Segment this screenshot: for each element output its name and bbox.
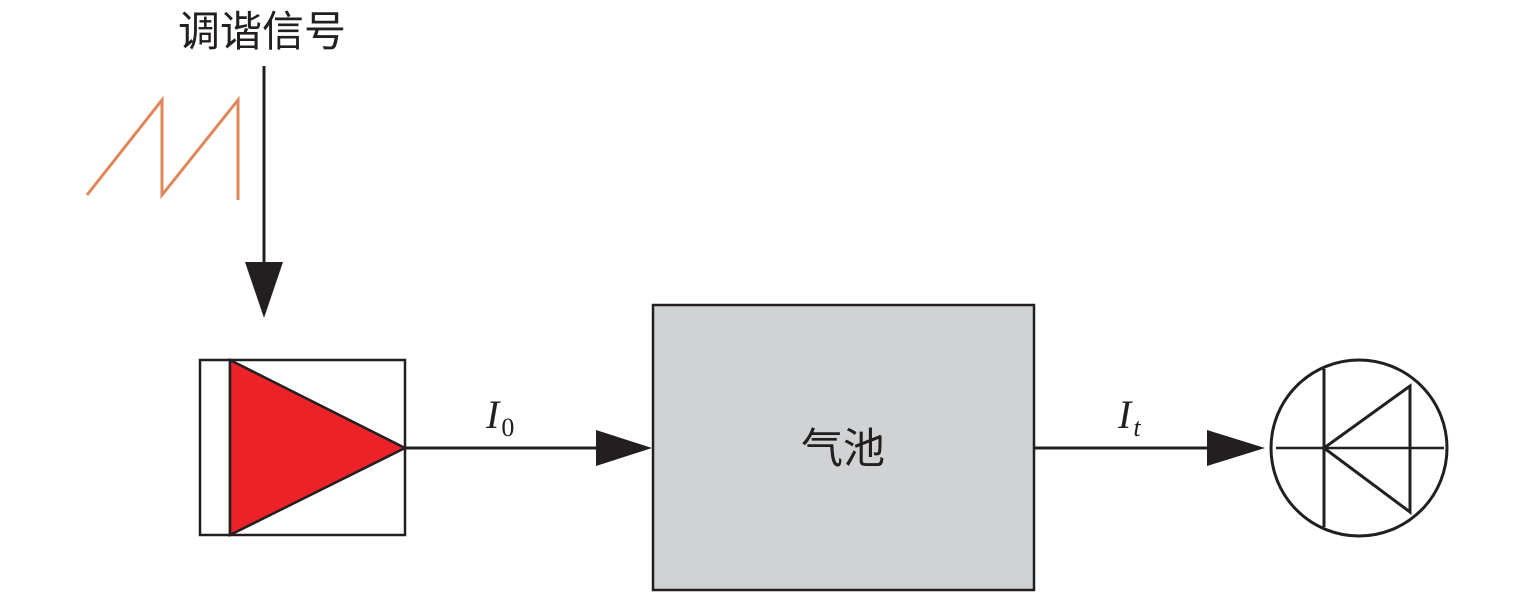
gas-cell-label: 气池 [801,424,885,473]
tuning-signal-label: 调谐信号 [178,7,346,56]
laser-diode-triangle-icon [228,357,408,538]
output-beam-arrowhead [1207,430,1265,466]
input-beam-arrowhead [596,430,652,466]
photodetector-diode-icon [1321,383,1412,515]
tuning-signal-arrowhead [245,262,283,318]
photodetector [1269,358,1449,538]
sawtooth-wave-icon [85,95,240,200]
input-current-label: I0 [485,392,514,442]
gas-cell [651,303,1036,592]
output-current-label: It [1117,392,1141,442]
laser-source [198,357,408,538]
